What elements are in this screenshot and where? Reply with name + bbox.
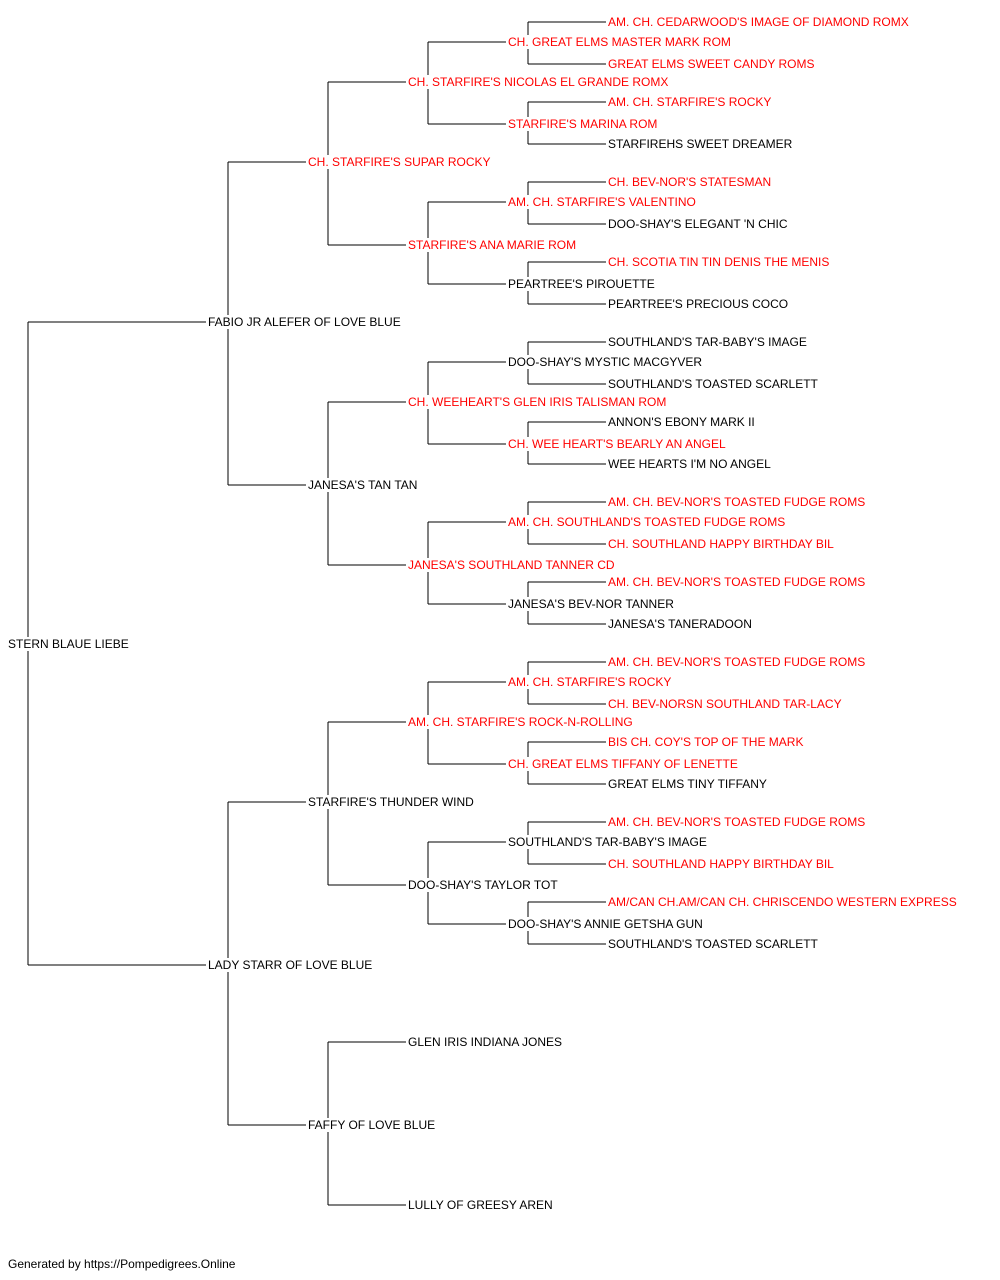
- pedigree-name-gen1-0: FABIO JR ALEFER OF LOVE BLUE: [208, 315, 403, 329]
- pedigree-name-gen3-7: LULLY OF GREESY AREN: [408, 1198, 555, 1212]
- pedigree-name-gen3-6: GLEN IRIS INDIANA JONES: [408, 1035, 565, 1049]
- pedigree-name-gen3-4: AM. CH. STARFIRE'S ROCK-N-ROLLING: [408, 715, 635, 729]
- pedigree-name-gen0-0: STERN BLAUE LIEBE: [8, 637, 131, 651]
- pedigree-name-gen5-3: STARFIREHS SWEET DREAMER: [608, 137, 795, 151]
- pedigree-name-gen3-3: JANESA'S SOUTHLAND TANNER CD: [408, 558, 617, 572]
- pedigree-name-gen5-19: GREAT ELMS TINY TIFFANY: [608, 777, 769, 791]
- pedigree-name-gen5-9: SOUTHLAND'S TOASTED SCARLETT: [608, 377, 820, 391]
- pedigree-name-gen5-18: BIS CH. COY'S TOP OF THE MARK: [608, 735, 806, 749]
- pedigree-name-gen2-3: FAFFY OF LOVE BLUE: [308, 1118, 438, 1132]
- pedigree-name-gen3-0: CH. STARFIRE'S NICOLAS EL GRANDE ROMX: [408, 75, 671, 89]
- pedigree-name-gen1-1: LADY STARR OF LOVE BLUE: [208, 958, 375, 972]
- pedigree-name-gen5-4: CH. BEV-NOR'S STATESMAN: [608, 175, 774, 189]
- pedigree-name-gen4-0: CH. GREAT ELMS MASTER MARK ROM: [508, 35, 733, 49]
- pedigree-name-gen5-14: AM. CH. BEV-NOR'S TOASTED FUDGE ROMS: [608, 575, 868, 589]
- pedigree-name-gen5-7: PEARTREE'S PRECIOUS COCO: [608, 297, 791, 311]
- pedigree-name-gen5-22: AM/CAN CH.AM/CAN CH. CHRISCENDO WESTERN …: [608, 895, 959, 909]
- pedigree-name-gen2-1: JANESA'S TAN TAN: [308, 478, 420, 492]
- pedigree-name-gen4-11: DOO-SHAY'S ANNIE GETSHA GUN: [508, 917, 705, 931]
- pedigree-name-gen4-8: AM. CH. STARFIRE'S ROCKY: [508, 675, 674, 689]
- pedigree-name-gen5-0: AM. CH. CEDARWOOD'S IMAGE OF DIAMOND ROM…: [608, 15, 911, 29]
- pedigree-name-gen5-8: SOUTHLAND'S TAR-BABY'S IMAGE: [608, 335, 809, 349]
- pedigree-name-gen5-13: CH. SOUTHLAND HAPPY BIRTHDAY BIL: [608, 537, 836, 551]
- pedigree-name-gen2-2: STARFIRE'S THUNDER WIND: [308, 795, 476, 809]
- pedigree-name-gen5-2: AM. CH. STARFIRE'S ROCKY: [608, 95, 774, 109]
- pedigree-name-gen4-5: CH. WEE HEART'S BEARLY AN ANGEL: [508, 437, 728, 451]
- pedigree-name-gen5-6: CH. SCOTIA TIN TIN DENIS THE MENIS: [608, 255, 832, 269]
- pedigree-name-gen2-0: CH. STARFIRE'S SUPAR ROCKY: [308, 155, 493, 169]
- pedigree-name-gen5-11: WEE HEARTS I'M NO ANGEL: [608, 457, 773, 471]
- pedigree-name-gen4-4: DOO-SHAY'S MYSTIC MACGYVER: [508, 355, 705, 369]
- pedigree-name-gen3-1: STARFIRE'S ANA MARIE ROM: [408, 238, 579, 252]
- pedigree-name-gen4-10: SOUTHLAND'S TAR-BABY'S IMAGE: [508, 835, 709, 849]
- pedigree-name-gen5-12: AM. CH. BEV-NOR'S TOASTED FUDGE ROMS: [608, 495, 868, 509]
- pedigree-name-gen5-16: AM. CH. BEV-NOR'S TOASTED FUDGE ROMS: [608, 655, 868, 669]
- pedigree-name-gen5-17: CH. BEV-NORSN SOUTHLAND TAR-LACY: [608, 697, 844, 711]
- pedigree-name-gen4-1: STARFIRE'S MARINA ROM: [508, 117, 660, 131]
- pedigree-name-gen5-1: GREAT ELMS SWEET CANDY ROMS: [608, 57, 817, 71]
- pedigree-name-gen5-21: CH. SOUTHLAND HAPPY BIRTHDAY BIL: [608, 857, 836, 871]
- pedigree-name-gen4-7: JANESA'S BEV-NOR TANNER: [508, 597, 676, 611]
- footer-credit: Generated by https://Pompedigrees.Online: [8, 1257, 236, 1271]
- pedigree-name-gen4-6: AM. CH. SOUTHLAND'S TOASTED FUDGE ROMS: [508, 515, 788, 529]
- pedigree-name-gen5-10: ANNON'S EBONY MARK II: [608, 415, 757, 429]
- pedigree-name-gen5-15: JANESA'S TANERADOON: [608, 617, 754, 631]
- pedigree-name-gen5-23: SOUTHLAND'S TOASTED SCARLETT: [608, 937, 820, 951]
- pedigree-name-gen4-3: PEARTREE'S PIROUETTE: [508, 277, 657, 291]
- pedigree-name-gen4-2: AM. CH. STARFIRE'S VALENTINO: [508, 195, 698, 209]
- pedigree-name-gen4-9: CH. GREAT ELMS TIFFANY OF LENETTE: [508, 757, 740, 771]
- pedigree-name-gen3-5: DOO-SHAY'S TAYLOR TOT: [408, 878, 560, 892]
- pedigree-name-gen3-2: CH. WEEHEART'S GLEN IRIS TALISMAN ROM: [408, 395, 669, 409]
- pedigree-name-gen5-5: DOO-SHAY'S ELEGANT 'N CHIC: [608, 217, 790, 231]
- pedigree-name-gen5-20: AM. CH. BEV-NOR'S TOASTED FUDGE ROMS: [608, 815, 868, 829]
